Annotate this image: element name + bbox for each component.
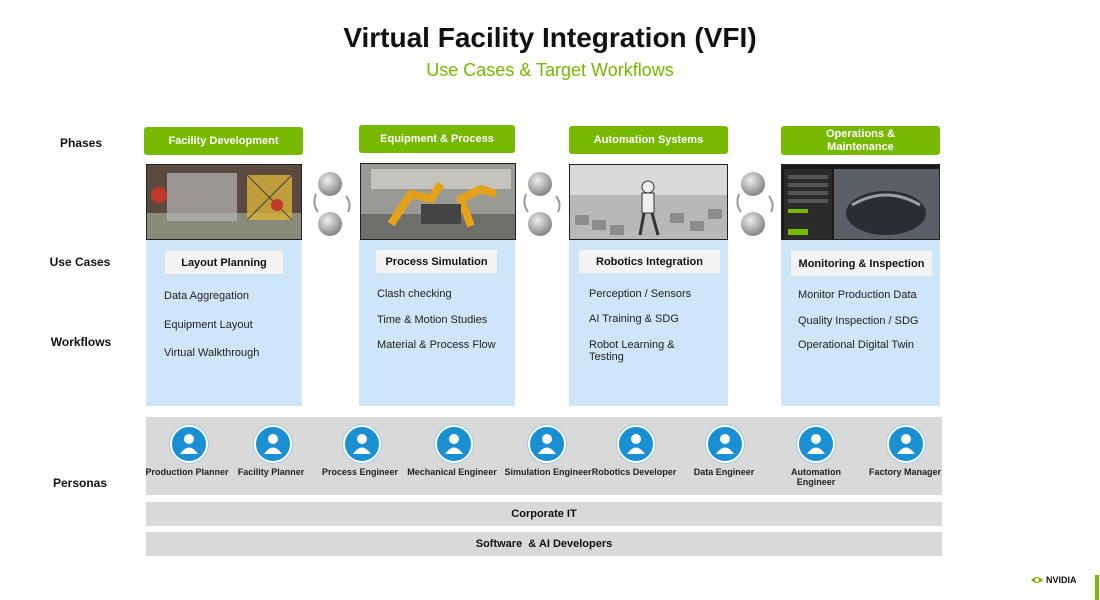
workflow-item: Material & Process Flow bbox=[377, 339, 507, 351]
persona-label: Production Planner bbox=[142, 467, 232, 477]
use-case-monitoring-inspection: Monitoring & Inspection bbox=[791, 251, 932, 276]
robotics-photo bbox=[569, 164, 728, 240]
workflow-item: Clash checking bbox=[377, 288, 507, 300]
use-case-process-simulation: Process Simulation bbox=[376, 250, 497, 273]
persona-label: Mechanical Engineer bbox=[407, 467, 497, 477]
persona-simulation-engineer: Simulation Engineer bbox=[503, 425, 593, 490]
phase-facility-development: Facility Development bbox=[144, 127, 303, 155]
use-case-robotics-integration: Robotics Integration bbox=[579, 250, 720, 273]
person-icon bbox=[254, 425, 292, 463]
nvidia-eye-icon bbox=[1030, 575, 1044, 585]
logo-text: NVIDIA bbox=[1046, 575, 1077, 585]
phase-label: Operations & Maintenance bbox=[816, 128, 906, 154]
cycle-arrows-icon bbox=[735, 170, 775, 240]
workflow-item: Quality Inspection / SDG bbox=[798, 315, 938, 327]
person-icon bbox=[343, 425, 381, 463]
persona-label: Facility Planner bbox=[226, 467, 316, 477]
corporate-it-bar: Corporate IT bbox=[146, 502, 942, 526]
persona-robotics-developer: Robotics Developer bbox=[589, 425, 679, 490]
person-icon bbox=[887, 425, 925, 463]
row-label-personas: Personas bbox=[40, 476, 120, 490]
persona-label: Automation Engineer bbox=[771, 467, 861, 487]
persona-facility-planner: Facility Planner bbox=[226, 425, 316, 490]
persona-data-engineer: Data Engineer bbox=[679, 425, 769, 490]
person-icon bbox=[797, 425, 835, 463]
persona-label: Factory Manager bbox=[860, 467, 950, 477]
use-case-layout-planning: Layout Planning bbox=[165, 251, 283, 274]
workflow-item: Data Aggregation bbox=[164, 290, 294, 302]
persona-process-engineer: Process Engineer bbox=[315, 425, 405, 490]
monitoring-photo bbox=[781, 164, 940, 240]
phase-equipment-process: Equipment & Process bbox=[359, 125, 515, 153]
accent-bar bbox=[1095, 575, 1099, 600]
person-icon bbox=[706, 425, 744, 463]
equipment-photo bbox=[360, 163, 516, 240]
workflow-item: Time & Motion Studies bbox=[377, 314, 507, 326]
workflow-item: Equipment Layout bbox=[164, 319, 294, 331]
nvidia-logo: NVIDIA bbox=[1030, 574, 1085, 586]
workflow-item: Operational Digital Twin bbox=[798, 339, 938, 351]
persona-label: Process Engineer bbox=[315, 467, 405, 477]
cycle-arrows-icon bbox=[312, 170, 352, 240]
phase-automation-systems: Automation Systems bbox=[569, 126, 728, 154]
row-label-workflows: Workflows bbox=[41, 335, 121, 349]
developers-bar: Software & AI Developers bbox=[146, 532, 942, 556]
workflow-item: Virtual Walkthrough bbox=[164, 347, 294, 359]
persona-label: Robotics Developer bbox=[589, 467, 679, 477]
persona-production-planner: Production Planner bbox=[142, 425, 232, 490]
person-icon bbox=[170, 425, 208, 463]
workflow-item: Robot Learning & Testing bbox=[589, 339, 689, 363]
workflow-item: Perception / Sensors bbox=[589, 288, 709, 300]
page-subtitle: Use Cases & Target Workflows bbox=[0, 60, 1100, 81]
persona-label: Simulation Engineer bbox=[503, 467, 593, 477]
persona-automation-engineer: Automation Engineer bbox=[771, 425, 861, 490]
workflow-item: Monitor Production Data bbox=[798, 289, 938, 301]
phase-operations-maintenance: Operations & Maintenance bbox=[781, 126, 940, 155]
workflow-item: AI Training & SDG bbox=[589, 313, 709, 325]
persona-factory-manager: Factory Manager bbox=[860, 425, 950, 490]
page-title: Virtual Facility Integration (VFI) bbox=[0, 22, 1100, 54]
cycle-arrows-icon bbox=[522, 170, 562, 240]
persona-mechanical-engineer: Mechanical Engineer bbox=[407, 425, 497, 490]
row-label-use-cases: Use Cases bbox=[40, 255, 120, 269]
person-icon bbox=[528, 425, 566, 463]
person-icon bbox=[435, 425, 473, 463]
person-icon bbox=[617, 425, 655, 463]
row-label-phases: Phases bbox=[41, 136, 121, 150]
persona-label: Data Engineer bbox=[679, 467, 769, 477]
facility-photo bbox=[146, 164, 302, 240]
